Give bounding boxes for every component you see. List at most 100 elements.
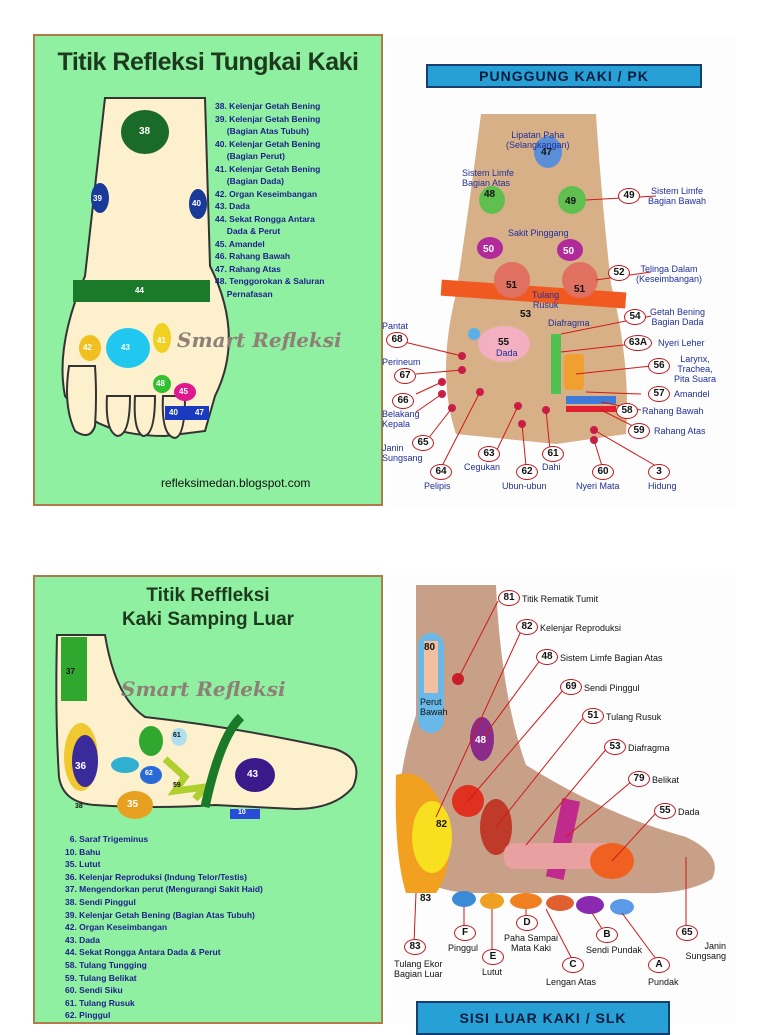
spot-42: 42 (83, 343, 92, 352)
label-rahang-atas: Rahang Atas (654, 426, 706, 436)
foot-side-illustration (395, 585, 715, 960)
spot-59: 59 (173, 782, 181, 789)
num-53: 53 (604, 739, 626, 755)
spot-48: 48 (475, 735, 487, 746)
panel3-watermark: Smart Refleksi (121, 677, 286, 701)
num-58: 58 (616, 403, 638, 419)
spot-55: 55 (498, 337, 510, 348)
spot-40-bottom: 40 (169, 408, 178, 417)
spot-38: 38 (75, 803, 83, 810)
label-diafragma: Diafragma (548, 318, 590, 328)
num-65: 65 (412, 435, 434, 451)
label-janin-sungsang: Janin Sungsang (382, 443, 423, 463)
legend-item: 38. Kelenjar Getah Bening (215, 101, 321, 111)
num-69: 69 (560, 679, 582, 695)
num-48: 48 (536, 649, 558, 665)
legend-item: 44. Sekat Rongga Antara Dada & Perut (65, 947, 221, 958)
num-51: 51 (582, 708, 604, 724)
legend-item: 36. Kelenjar Reproduksi (Indung Telor/Te… (65, 871, 247, 882)
num-57: 57 (648, 386, 670, 402)
spot-48: 48 (156, 379, 165, 388)
label-hidung: Hidung (648, 481, 677, 491)
panel2-banner: PUNGGUNG KAKI / PK (426, 64, 702, 88)
label-larynx: Larynx, Trachea, Pita Suara (674, 354, 717, 384)
label-lutut: Lutut (482, 967, 503, 977)
label-pelipis: Pelipis (424, 481, 451, 491)
label-amandel: Amandel (674, 389, 710, 399)
label-perut-bawah: Perut Bawah (420, 697, 448, 717)
num-B: B (596, 927, 618, 943)
spot-50-left: 50 (483, 244, 495, 255)
legend-item: 43. Dada (65, 934, 100, 945)
label-getah-bening-dada: Getah Bening Bagian Dada (650, 307, 706, 327)
legend-item: 60. Sendi Siku (65, 985, 123, 996)
spot-35: 35 (127, 799, 139, 810)
legend-item: (Bagian Perut) (215, 151, 285, 161)
num-66: 66 (392, 393, 414, 409)
legend-item: 35. Lutut (65, 859, 101, 870)
num-67: 67 (394, 368, 416, 384)
legend-item: 42. Organ Keseimbangan (65, 922, 168, 933)
label-dahi: Dahi (542, 462, 561, 472)
label-belikat: Belikat (652, 775, 680, 785)
label-pantat: Pantat (382, 321, 409, 331)
label-perineum: Perineum (382, 357, 421, 367)
legend-item: 48. Tenggorokan & Saluran (215, 276, 325, 286)
legend-item: 38. Sendi Pinggul (65, 896, 136, 907)
num-A: A (648, 957, 670, 973)
panel4-banner: SISI LUAR KAKI / SLK (416, 1001, 670, 1035)
legend-item: 46. Rahang Bawah (215, 251, 291, 261)
legend-item: 41. Kelenjar Getah Bening (215, 163, 321, 174)
label-tulang-rusuk: Tulang Rusuk (606, 712, 662, 722)
spot-37: 37 (66, 667, 75, 676)
legend-item: Dada & Perut (215, 226, 281, 236)
label-janin-sungsang: Janin Sungsang (685, 941, 726, 961)
spot-47: 47 (195, 408, 204, 417)
panel1-blog-url: refleksimedan.blogspot.com (161, 476, 311, 490)
foot-top-illustration (61, 97, 230, 440)
num-56: 56 (648, 358, 670, 374)
spot-40-top: 40 (192, 199, 201, 208)
label-tulang-ekor: Tulang Ekor Bagian Luar (394, 959, 443, 979)
label-sendi-pundak: Sendi Pundak (586, 945, 643, 955)
num-52: 52 (608, 265, 630, 281)
legend-item: 61. Tulang Rusuk (65, 997, 135, 1008)
num-79: 79 (628, 771, 650, 787)
num-63a: 63A (624, 335, 652, 351)
label-telinga-dalam: Telinga Dalam (Keseimbangan) (636, 264, 703, 284)
legend-item: 44. Sekat Rongga Antara (215, 213, 315, 224)
label-lipatan-paha: Lipatan Paha (Selangkangan) (506, 130, 570, 150)
spot-61: 61 (173, 732, 181, 739)
num-3: 3 (648, 464, 670, 480)
label-sakit-pinggang: Sakit Pinggang (508, 228, 569, 238)
spot-50-right: 50 (563, 246, 575, 257)
label-kelenjar-reproduksi: Kelenjar Reproduksi (540, 623, 622, 633)
legend-item: 45. Amandel (215, 238, 265, 249)
legend-item: 42. Organ Keseimbangan (215, 188, 318, 199)
label-pinggul: Pinggul (448, 943, 479, 953)
num-68: 68 (386, 332, 408, 348)
spot-47: 47 (541, 147, 553, 158)
num-59: 59 (628, 423, 650, 439)
num-E: E (482, 949, 504, 965)
num-55: 55 (654, 803, 676, 819)
panel1-watermark: Smart Refleksi (177, 328, 342, 352)
label-titik-rematik-tumit: Titik Rematik Tumit (522, 594, 599, 604)
panel-tungkai-kaki: Titik Refleksi Tungkai Kaki 38 39 40 44 … (33, 34, 383, 506)
panel3-title-line2: Kaki Samping Luar (121, 609, 295, 630)
num-F: F (454, 925, 476, 941)
num-D: D (516, 915, 538, 931)
spot-38: 38 (139, 126, 151, 137)
spot-41: 41 (157, 336, 166, 345)
spot-82: 82 (436, 819, 448, 830)
label-nyeri-mata: Nyeri Mata (576, 481, 620, 491)
panel1-title: Titik Refleksi Tungkai Kaki (57, 48, 359, 76)
spot-83: 83 (420, 893, 432, 904)
legend-item: 58. Tulang Tungging (65, 959, 147, 970)
label-cegukan: Cegukan (464, 462, 501, 472)
legend-item: 6. Saraf Trigeminus (65, 834, 149, 844)
label-tulang-rusuk: Tulang Rusuk (532, 290, 560, 310)
spot-80: 80 (424, 642, 436, 653)
